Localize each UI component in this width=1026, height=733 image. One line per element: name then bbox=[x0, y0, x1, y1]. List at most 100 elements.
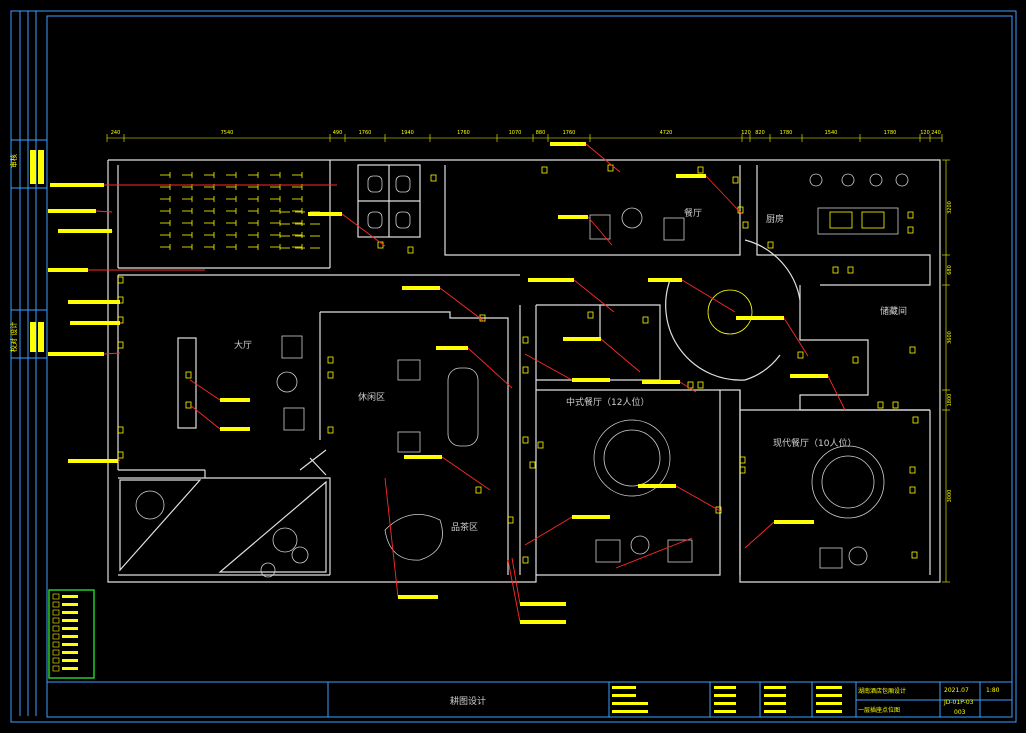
drawing-name: 一层插座点位图 bbox=[858, 706, 900, 714]
socket-tag bbox=[220, 398, 250, 402]
dimension-label-right: 3600 bbox=[947, 331, 953, 344]
socket-symbol bbox=[907, 226, 914, 234]
socket-symbol bbox=[185, 401, 192, 409]
socket-symbol bbox=[327, 371, 334, 379]
dimension-label-top: 7540 bbox=[221, 130, 234, 136]
socket-tag bbox=[642, 380, 680, 384]
leader-line bbox=[524, 353, 573, 381]
leader-line bbox=[189, 404, 221, 430]
drawing-number: JD-01P-03 bbox=[943, 699, 974, 706]
dimension-label-top: 120 bbox=[741, 130, 751, 136]
title-block-text bbox=[816, 694, 842, 697]
socket-symbol bbox=[687, 381, 694, 389]
socket-symbol bbox=[912, 416, 919, 424]
legend-text bbox=[62, 619, 78, 622]
socket-tag bbox=[220, 427, 250, 431]
leader-line bbox=[827, 375, 846, 411]
leader-line bbox=[681, 279, 736, 313]
title-block-text bbox=[714, 702, 736, 705]
socket-tag bbox=[48, 209, 96, 213]
leader-line bbox=[103, 352, 121, 355]
page-number: 003 bbox=[954, 709, 966, 716]
dimension-label-top: 240 bbox=[111, 130, 121, 136]
dimension-label-top: 1760 bbox=[457, 130, 470, 136]
dimension-label-right: 3200 bbox=[947, 201, 953, 214]
socket-symbol bbox=[522, 556, 529, 564]
socket-symbol bbox=[522, 336, 529, 344]
socket-tag bbox=[398, 595, 438, 599]
socket-symbol bbox=[739, 456, 746, 464]
room-label-hall: 大厅 bbox=[234, 339, 252, 351]
leader-line bbox=[600, 338, 641, 373]
sidebar-label-mid: 校对 设计 bbox=[9, 322, 18, 352]
socket-symbol bbox=[911, 551, 918, 559]
legend-symbol bbox=[52, 625, 60, 632]
socket-symbol bbox=[697, 166, 704, 174]
studio-name: 耕图设计 bbox=[450, 695, 486, 707]
legend-symbol bbox=[52, 641, 60, 648]
leader-line bbox=[783, 317, 809, 357]
leader-line bbox=[675, 485, 723, 513]
room-label-storage: 储藏间 bbox=[880, 305, 907, 317]
title-block-text bbox=[612, 686, 636, 689]
title-block-text bbox=[764, 702, 786, 705]
socket-tag bbox=[648, 278, 682, 282]
dimension-label-top: 820 bbox=[755, 130, 765, 136]
legend-text bbox=[62, 643, 78, 646]
leader-line bbox=[507, 559, 521, 623]
dimension-label-right: 680 bbox=[947, 265, 953, 275]
socket-tag bbox=[50, 183, 104, 187]
leader-line bbox=[585, 143, 621, 173]
socket-symbol bbox=[529, 461, 536, 469]
socket-tag bbox=[70, 321, 120, 325]
legend-text bbox=[62, 611, 78, 614]
socket-symbol bbox=[767, 241, 774, 249]
dimension-label-top: 1540 bbox=[825, 130, 838, 136]
socket-symbol bbox=[117, 276, 124, 284]
socket-symbol bbox=[907, 211, 914, 219]
socket-symbol bbox=[117, 426, 124, 434]
title-block-text bbox=[612, 702, 648, 705]
socket-symbol bbox=[541, 166, 548, 174]
socket-tag bbox=[68, 300, 120, 304]
socket-symbol bbox=[430, 174, 437, 182]
project-name: 湖南酒店包厢设计 bbox=[858, 687, 906, 695]
socket-symbol bbox=[327, 426, 334, 434]
socket-symbol bbox=[909, 346, 916, 354]
socket-tag bbox=[528, 278, 574, 282]
dimension-label-top: 1760 bbox=[359, 130, 372, 136]
socket-symbol bbox=[587, 311, 594, 319]
leader-line bbox=[117, 459, 121, 462]
sidebar-cells: 审核 校对 设计 bbox=[9, 139, 48, 359]
socket-tag bbox=[572, 378, 610, 382]
leader-line bbox=[573, 279, 615, 313]
legend-text bbox=[62, 603, 78, 606]
title-block-text bbox=[764, 710, 786, 713]
dimension-label-top: 880 bbox=[536, 130, 546, 136]
socket-symbol bbox=[507, 516, 514, 524]
socket-symbol bbox=[607, 164, 614, 172]
title-block-text bbox=[816, 710, 842, 713]
socket-symbol bbox=[715, 506, 722, 514]
socket-tag bbox=[676, 174, 706, 178]
leader-line bbox=[587, 216, 613, 246]
dimension-label-top: 240 bbox=[931, 130, 941, 136]
leader-line bbox=[384, 477, 399, 598]
leader-line bbox=[341, 213, 386, 247]
drawing-frame bbox=[10, 10, 1017, 723]
title-block-text bbox=[816, 686, 842, 689]
socket-symbol bbox=[732, 176, 739, 184]
socket-symbol bbox=[832, 266, 839, 274]
socket-tag bbox=[563, 337, 601, 341]
socket-tag bbox=[58, 229, 112, 233]
dimension-label-top: 120 bbox=[920, 130, 930, 136]
legend-text bbox=[62, 667, 78, 670]
leader-line bbox=[511, 557, 521, 605]
room-label-vip-12: 中式餐厅（12人位） bbox=[566, 396, 649, 408]
legend-symbol bbox=[52, 657, 60, 664]
legend-symbol bbox=[52, 601, 60, 608]
leader-line bbox=[679, 381, 697, 393]
socket-tag bbox=[790, 374, 828, 378]
